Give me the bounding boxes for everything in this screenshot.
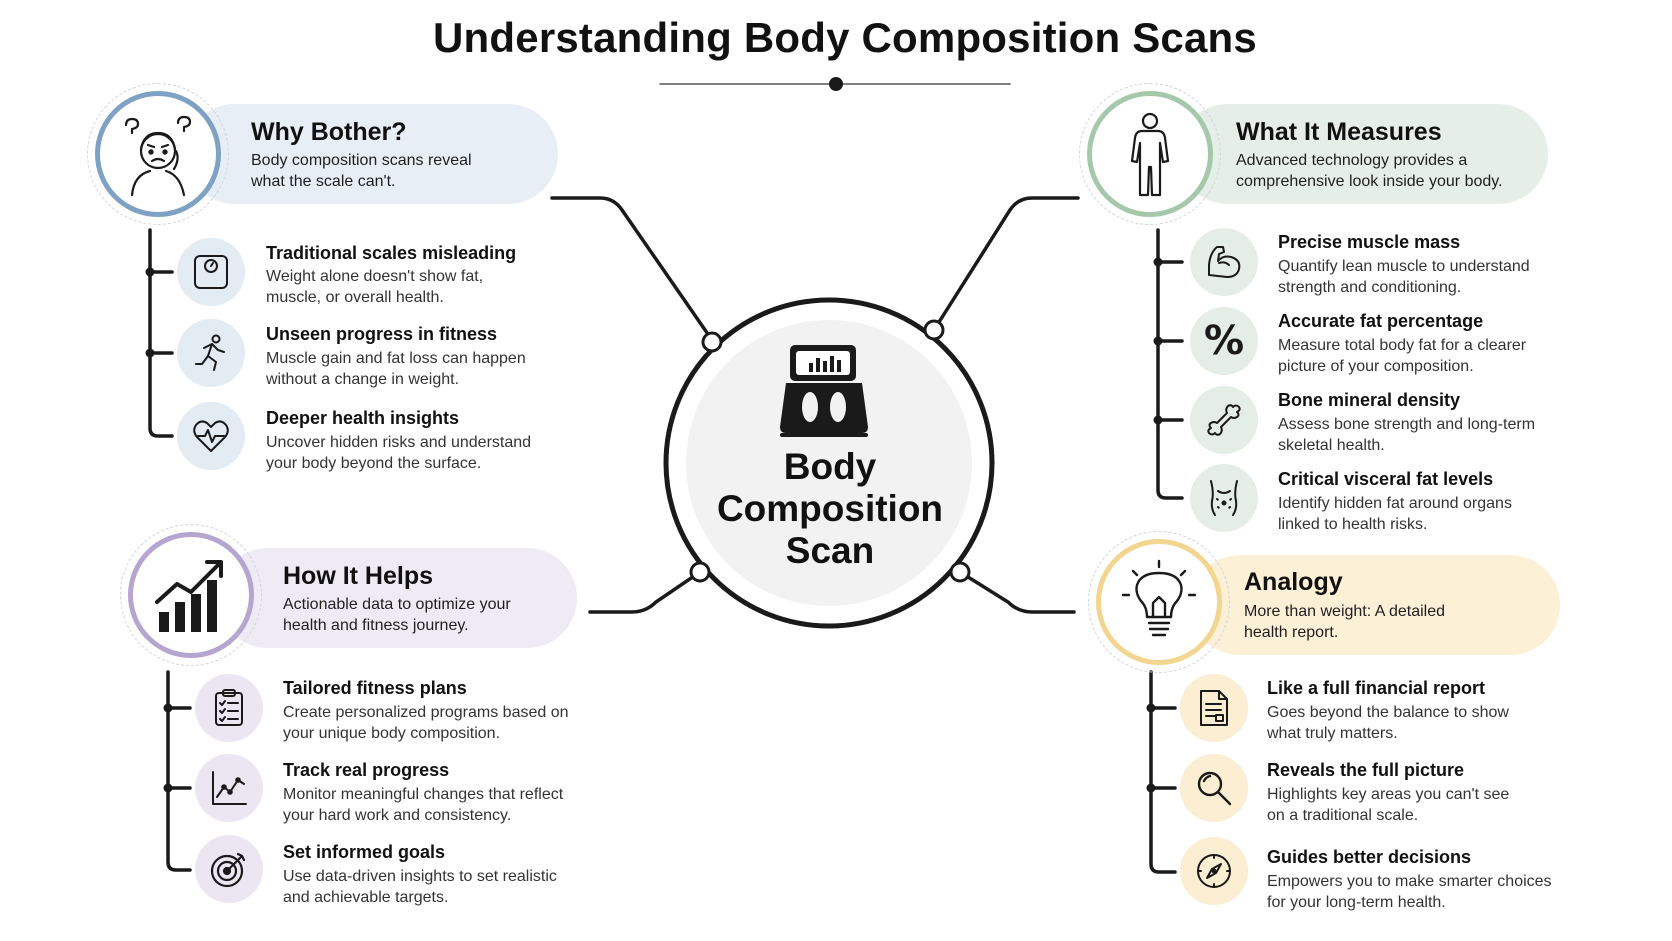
what-item-3-title: Bone mineral density	[1278, 390, 1461, 410]
how-item-3-title: Set informed goals	[283, 842, 446, 862]
what-it-measures-description: Advanced technology provides a comprehen…	[1236, 152, 1503, 190]
analogy-hub	[1096, 539, 1222, 665]
what-item-4-title: Critical visceral fat levels	[1278, 469, 1494, 489]
what-it-measures-halo	[1079, 83, 1221, 225]
analogy-banner	[1190, 555, 1560, 655]
why-item-1-title: Traditional scales misleading	[266, 243, 517, 263]
analogy-item-1-icon-wrap	[1180, 674, 1248, 742]
growth-chart-icon	[155, 560, 223, 632]
analogy-item-1-title: Like a full financial report	[1267, 678, 1486, 698]
how-item-2-title: Track real progress	[283, 760, 450, 780]
how-it-helps-description: Actionable data to optimize your health …	[283, 596, 511, 634]
why-bother-halo	[87, 83, 229, 225]
lightbulb-icon	[1121, 559, 1197, 637]
why-bother-hub	[95, 91, 221, 217]
magnifier-icon	[1197, 771, 1232, 806]
target-icon	[210, 852, 246, 888]
why-item-1-icon-wrap	[177, 238, 245, 306]
bone-icon	[1207, 404, 1241, 436]
scale-icon	[780, 345, 868, 437]
why-bother-description: Body composition scans reveal what the s…	[251, 152, 472, 190]
bathroom-scale-icon	[194, 255, 228, 289]
line-graph-icon	[212, 771, 247, 805]
analogy-title: Analogy	[1244, 568, 1343, 596]
how-it-helps-hub	[128, 532, 254, 658]
why-item-2-title: Unseen progress in fitness	[266, 324, 498, 344]
how-it-helps-banner	[218, 548, 577, 648]
clipboard-checklist-icon	[215, 689, 243, 726]
center-label: Body Composition Scan	[716, 446, 944, 571]
report-document-icon	[1200, 690, 1228, 726]
confused-person-icon	[124, 115, 192, 197]
analogy-item-2-title: Reveals the full picture	[1267, 760, 1465, 780]
what-it-measures-title: What It Measures	[1236, 118, 1442, 146]
analogy-description: More than weight: A detailed health repo…	[1244, 603, 1446, 641]
what-item-2-icon-wrap: %	[1190, 307, 1258, 375]
how-item-1-title: Tailored fitness plans	[283, 678, 467, 698]
how-item-1-icon-wrap	[195, 674, 263, 742]
analogy-item-3-title: Guides better decisions	[1267, 847, 1472, 867]
page-title: Understanding Body Composition Scans	[433, 14, 1257, 61]
what-it-measures-banner	[1178, 104, 1548, 204]
why-item-3-title: Deeper health insights	[266, 408, 460, 428]
torso-icon	[1210, 480, 1238, 516]
flexed-arm-icon	[1208, 246, 1241, 278]
how-it-helps-title: How It Helps	[283, 562, 434, 590]
runner-icon	[195, 334, 225, 371]
why-item-2-icon-wrap	[177, 319, 245, 387]
what-item-1-title: Precise muscle mass	[1278, 232, 1461, 252]
compass-icon	[1197, 854, 1231, 888]
why-item-3-icon-wrap	[177, 402, 245, 470]
how-item-2-icon-wrap	[195, 754, 263, 822]
percent-icon: %	[1203, 318, 1245, 364]
analogy-item-3-icon-wrap	[1180, 837, 1248, 905]
what-item-3-icon-wrap	[1190, 386, 1258, 454]
why-bother-banner	[185, 104, 558, 204]
what-item-1-icon-wrap	[1190, 228, 1258, 296]
analogy-halo	[1088, 531, 1230, 673]
what-item-2-title: Accurate fat percentage	[1278, 311, 1484, 331]
what-item-4-icon-wrap	[1190, 464, 1258, 532]
heartbeat-icon	[193, 420, 229, 452]
why-bother-title: Why Bother?	[251, 118, 407, 146]
why-item-1-desc: Weight alone doesn't show fat,muscle, or…	[266, 268, 484, 306]
analogy-item-2-icon-wrap	[1180, 754, 1248, 822]
how-it-helps-halo	[120, 524, 262, 666]
how-item-3-icon-wrap	[195, 835, 263, 903]
what-it-measures-hub	[1087, 91, 1213, 217]
how-item-3-desc: Use data-driven insights to set realisti…	[283, 868, 557, 906]
human-body-icon	[1130, 112, 1170, 197]
